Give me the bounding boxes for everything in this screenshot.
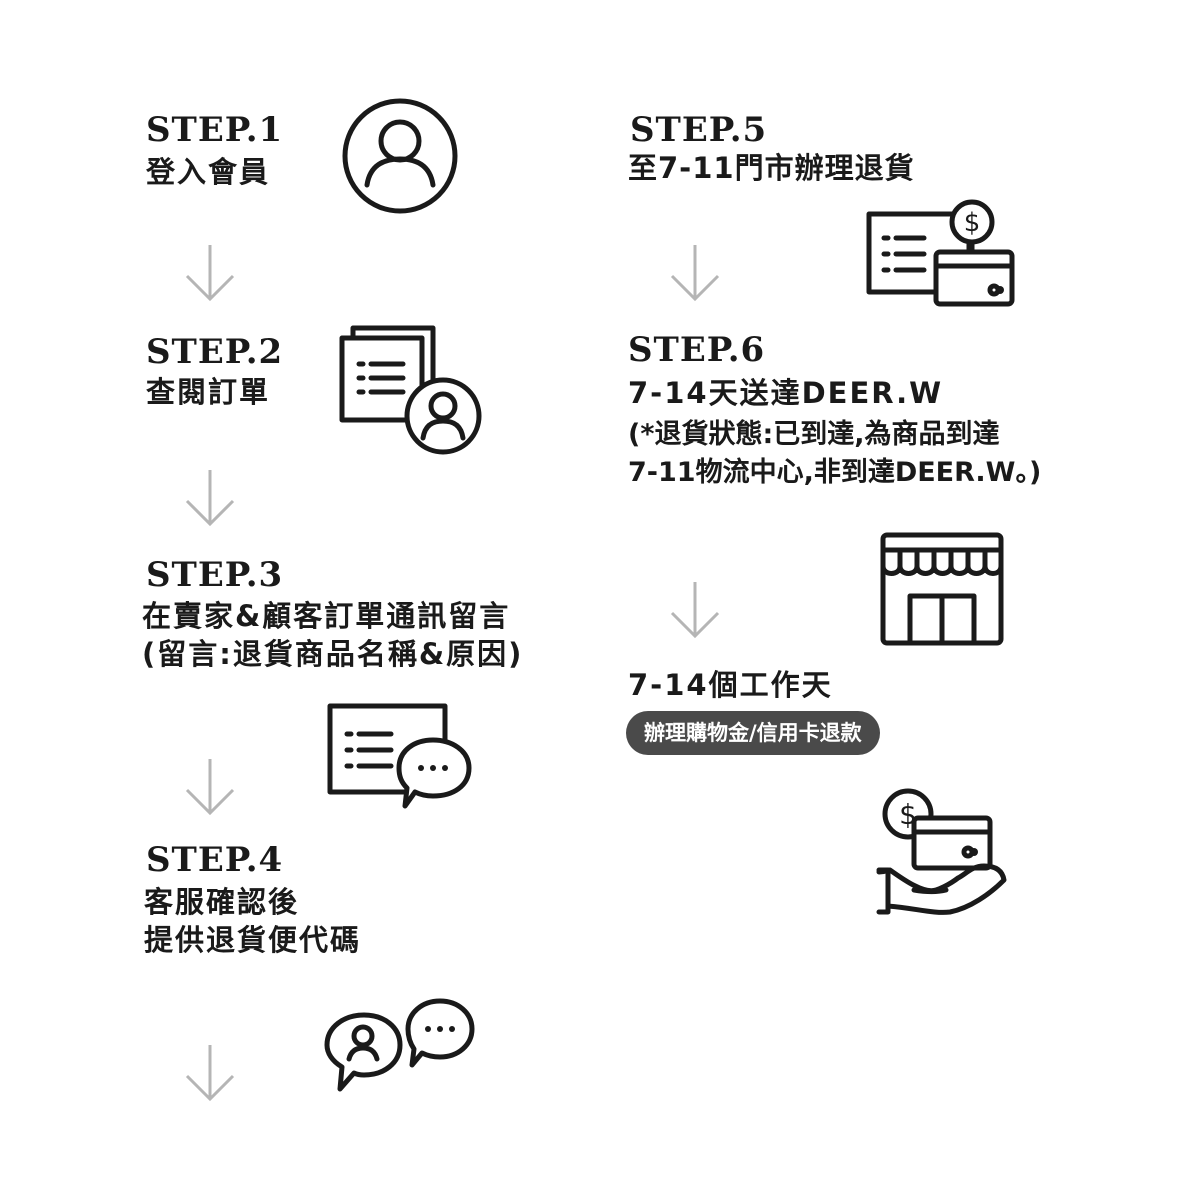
arrow-down-icon <box>182 1043 238 1103</box>
arrow-down-icon <box>667 580 723 640</box>
arrow-down-icon <box>182 757 238 817</box>
step3-title: STEP.3 <box>146 555 284 595</box>
step1-title: STEP.1 <box>146 110 284 150</box>
message-document-chat-icon <box>325 702 475 818</box>
refund-hand-card-icon: $ <box>874 786 1014 926</box>
step6-text: 7-14天送達DEER.W <box>628 376 944 410</box>
step5-title: STEP.5 <box>630 110 768 150</box>
user-circle-icon <box>340 97 460 219</box>
step5-text: 至7-11門市辦理退貨 <box>628 151 915 185</box>
step2-text: 查閱訂單 <box>146 375 271 409</box>
final-label: 7-14個工作天 <box>628 668 833 702</box>
step2-title: STEP.2 <box>146 332 284 372</box>
step4-text-line1: 客服確認後 <box>144 885 300 919</box>
order-documents-user-icon <box>337 322 487 461</box>
step6-note-line1: (*退貨狀態:已到達,為商品到達 <box>628 419 1000 450</box>
step3-text-line1: 在賣家&顧客訂單通訊留言 <box>142 599 511 633</box>
svg-text:$: $ <box>964 208 981 238</box>
step3-text-line2: (留言:退貨商品名稱&原因) <box>142 637 524 671</box>
arrow-down-icon <box>182 243 238 303</box>
arrow-down-icon <box>667 243 723 303</box>
step4-text-line2: 提供退貨便代碼 <box>144 923 362 957</box>
step1-text: 登入會員 <box>146 155 271 189</box>
convenience-store-icon <box>878 530 1008 654</box>
receipt-card-payment-icon: $ <box>864 198 1018 314</box>
chat-bubbles-icon <box>322 997 476 1097</box>
step6-title: STEP.6 <box>628 330 766 370</box>
step6-note-line2: 7-11物流中心,非到達DEER.W。) <box>628 457 1042 488</box>
step4-title: STEP.4 <box>146 840 284 880</box>
arrow-down-icon <box>182 468 238 528</box>
refund-badge: 辦理購物金/信用卡退款 <box>626 711 880 755</box>
